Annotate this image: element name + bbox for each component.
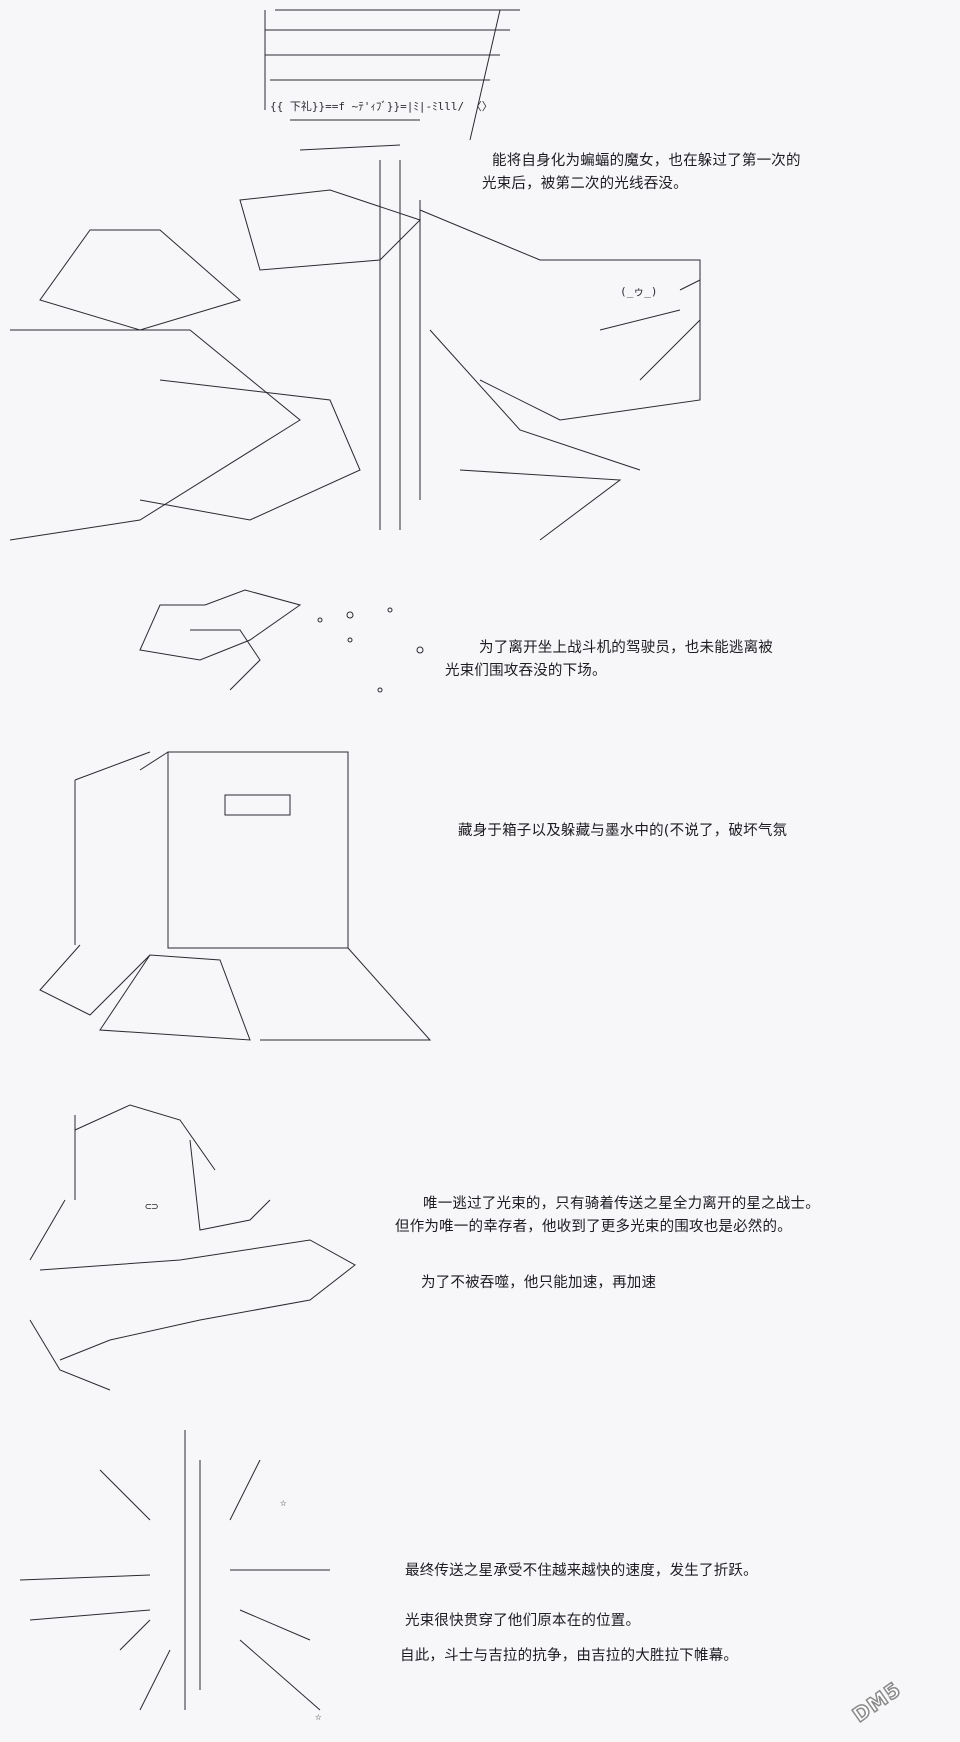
svg-text:☆: ☆ — [280, 1496, 287, 1509]
caption-line: 光束后，被第二次的光线吞没。 — [482, 176, 688, 192]
caption-line: 最终传送之星承受不住越来越快的速度，发生了折跃。 — [405, 1563, 758, 1579]
box-illustration — [39, 751, 432, 1041]
panel-box-caption: 藏身于箱子以及躲藏与墨水中的(不说了，破坏气氛 — [458, 820, 787, 843]
caption-line: 光束们围攻吞没的下场。 — [445, 663, 607, 679]
caption-line: 但作为唯一的幸存者，他收到了更多光束的围攻也是必然的。 — [395, 1219, 792, 1235]
svg-text:⊂⊃: ⊂⊃ — [145, 1200, 159, 1213]
caption-line: 能将自身化为蝙蝠的魔女，也在躲过了第一次的 — [492, 153, 801, 169]
svg-text:{{ 下礼}}==f ~ﾃ'ｨﾌﾞ}}=|ﾐ|-ﾐlll/: {{ 下礼}}==f ~ﾃ'ｨﾌﾞ}}=|ﾐ|-ﾐlll/ 〈〉 — [270, 99, 493, 113]
fighter-jet-illustration — [139, 589, 424, 693]
panel-star-warrior-caption: 唯一逃过了光束的，只有骑着传送之星全力离开的星之战士。 但作为唯一的幸存者，他收… — [395, 1193, 820, 1295]
caption-line: 藏身于箱子以及躲藏与墨水中的(不说了，破坏气氛 — [458, 823, 788, 839]
caption-line: 为了离开坐上战斗机的驾驶员，也未能逃离被 — [479, 640, 773, 656]
caption-line: 唯一逃过了光束的，只有骑着传送之星全力离开的星之战士。 — [423, 1196, 820, 1212]
caption-line: 自此，斗士与吉拉的抗争，由吉拉的大胜拉下帷幕。 — [400, 1648, 739, 1664]
caption-line: 为了不被吞噬，他只能加速，再加速 — [421, 1275, 657, 1291]
panel-pilot-caption: 为了离开坐上战斗机的驾驶员，也未能逃离被 光束们围攻吞没的下场。 — [445, 637, 773, 683]
svg-text:☆: ☆ — [315, 1710, 322, 1723]
star-warrior-illustration: ⊂⊃ — [29, 1104, 356, 1391]
witch-illustration: {{ 下礼}}==f ~ﾃ'ｨﾌﾞ}}=|ﾐ|-ﾐlll/ 〈〉 (_ゥ_) — [9, 9, 701, 541]
svg-text:(_ゥ_): (_ゥ_) — [620, 285, 658, 298]
panel-witch-caption: 能将自身化为蝙蝠的魔女，也在躲过了第一次的 光束后，被第二次的光线吞没。 — [482, 150, 801, 196]
panel-explosion-caption: 最终传送之星承受不住越来越快的速度，发生了折跃。 光束很快贯穿了他们原本在的位置… — [400, 1560, 758, 1668]
caption-line: 光束很快贯穿了他们原本在的位置。 — [405, 1613, 641, 1629]
explosion-illustration: ☆ ☆ — [19, 1430, 330, 1723]
